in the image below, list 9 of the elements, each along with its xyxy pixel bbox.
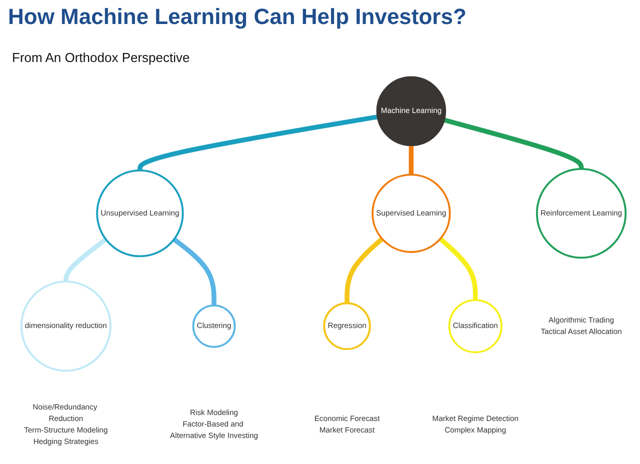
title: How Machine Learning Can Help Investors? [8, 4, 466, 30]
connector [172, 237, 216, 306]
connector [64, 237, 108, 282]
connector [438, 237, 478, 300]
connector [443, 118, 584, 170]
connector [344, 237, 384, 304]
connector [138, 114, 378, 171]
connector [408, 144, 414, 175]
subtitle: From An Orthodox Perspective [12, 50, 190, 65]
